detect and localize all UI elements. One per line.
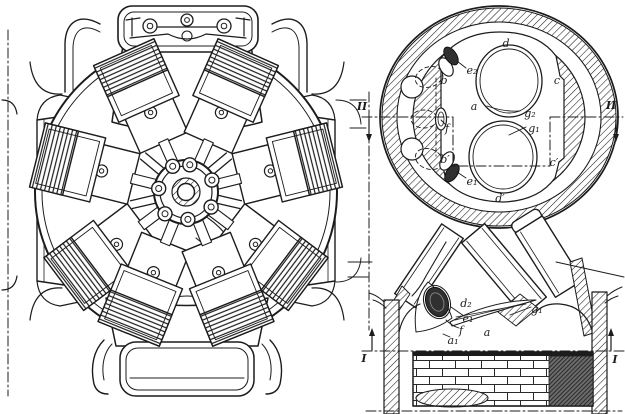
- fig2-label-g2: g₂: [524, 107, 535, 120]
- fig3-marker-left: I: [360, 352, 367, 365]
- fig2-label-c-prime: c′: [550, 156, 559, 169]
- fig2-label-e1: e₁: [467, 175, 478, 188]
- fig3-label-d2: d₂: [460, 297, 471, 310]
- fig3-marker-right: I: [611, 353, 618, 366]
- fig2-label-d-prime: d′: [495, 192, 505, 205]
- fig2-label-e2: e₂: [467, 64, 478, 77]
- cylinder-wall-left: [369, 293, 399, 414]
- piston: [413, 352, 593, 407]
- fig2-label-b: b: [440, 74, 447, 87]
- fig3-label-g1: g₁: [531, 303, 542, 316]
- fig2-label-d: d: [502, 37, 509, 50]
- fig3-label-a1: a₁: [448, 334, 459, 347]
- oil-sump: [120, 342, 254, 396]
- fig3-label-f: f: [458, 324, 465, 337]
- fig2-label-b-prime: b′: [440, 153, 450, 166]
- fig2-label-c: c: [554, 74, 560, 87]
- fig3-label-e1: e₁: [463, 312, 474, 325]
- fig2-marker-right: II: [605, 99, 617, 112]
- cylinder-section-view-i: [362, 207, 624, 414]
- fig2-marker-left: II: [356, 100, 368, 113]
- fig2-label-a: a: [471, 100, 478, 113]
- fig2-label-g1: g₁: [528, 122, 539, 135]
- wrist-pin-boss: [416, 389, 488, 407]
- fig3-label-a: a: [484, 326, 491, 339]
- valve-port-lower: [469, 121, 537, 193]
- radial-engine-front-view: [2, 6, 361, 396]
